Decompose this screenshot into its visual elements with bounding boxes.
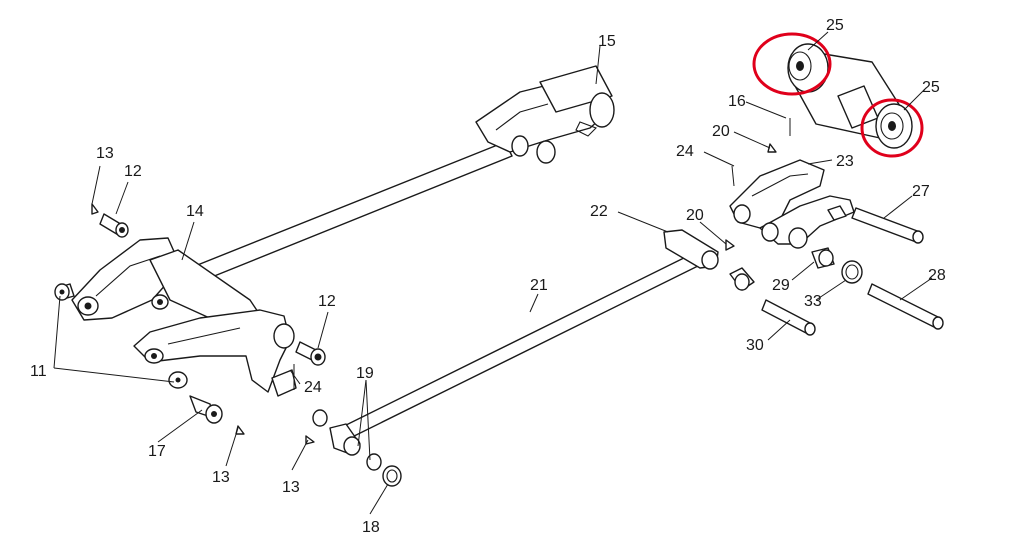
part-27-pin (851, 207, 924, 244)
callout-13: 13 (282, 479, 300, 496)
callout-20: 20 (686, 207, 704, 224)
callout-labels: 11 12 12 13 13 13 14 15 16 17 18 19 20 2… (30, 17, 946, 536)
part-21-shaft (329, 229, 719, 456)
callout-15: 15 (598, 33, 616, 50)
callout-22: 22 (590, 203, 608, 220)
part-33-washer (841, 260, 863, 284)
part-12-pin-upper (99, 213, 129, 238)
callout-24: 24 (304, 379, 322, 396)
part-14-bracket (71, 237, 297, 397)
part-29-bushing (811, 247, 835, 269)
part-11-bushing-lower (168, 371, 188, 389)
callout-25: 25 (922, 79, 940, 96)
callout-21: 21 (530, 277, 548, 294)
part-16-20-pins (293, 118, 791, 390)
part-11-bushing-left (54, 283, 75, 301)
callout-12: 12 (124, 163, 142, 180)
callout-11: 11 (30, 363, 47, 380)
part-15-bracket (475, 65, 615, 164)
part-25-roller (787, 43, 913, 149)
grease-nipples (91, 143, 777, 445)
callout-17: 17 (148, 443, 166, 460)
callout-23: 23 (836, 153, 854, 170)
leader-lines (53, 31, 933, 515)
callout-25: 25 (826, 17, 844, 34)
long-shaft (179, 141, 513, 288)
highlight-circle-lower-bearing (860, 98, 924, 158)
part-12-pin-lower (295, 341, 326, 366)
callout-20: 20 (712, 123, 730, 140)
callout-33: 33 (804, 293, 822, 310)
callout-19: 19 (356, 365, 374, 382)
part-17-bolt (189, 395, 223, 424)
callout-13: 13 (96, 145, 114, 162)
callout-27: 27 (912, 183, 930, 200)
callout-28: 28 (928, 267, 946, 284)
callout-13: 13 (212, 469, 230, 486)
part-22-bushing (729, 267, 755, 291)
callout-16: 16 (728, 93, 746, 110)
callout-12: 12 (318, 293, 336, 310)
callout-18: 18 (362, 519, 380, 536)
callout-29: 29 (772, 277, 790, 294)
part-30-pin (761, 299, 816, 336)
part-28-pin (867, 283, 944, 330)
callout-30: 30 (746, 337, 764, 354)
part-23-bracket (729, 159, 855, 249)
highlight-circles (752, 32, 924, 158)
callout-24: 24 (676, 143, 694, 160)
part-18-washer (382, 465, 402, 487)
callout-14: 14 (186, 203, 204, 220)
highlight-circle-upper-bearing (752, 32, 832, 96)
part-19-bushings (312, 409, 382, 471)
